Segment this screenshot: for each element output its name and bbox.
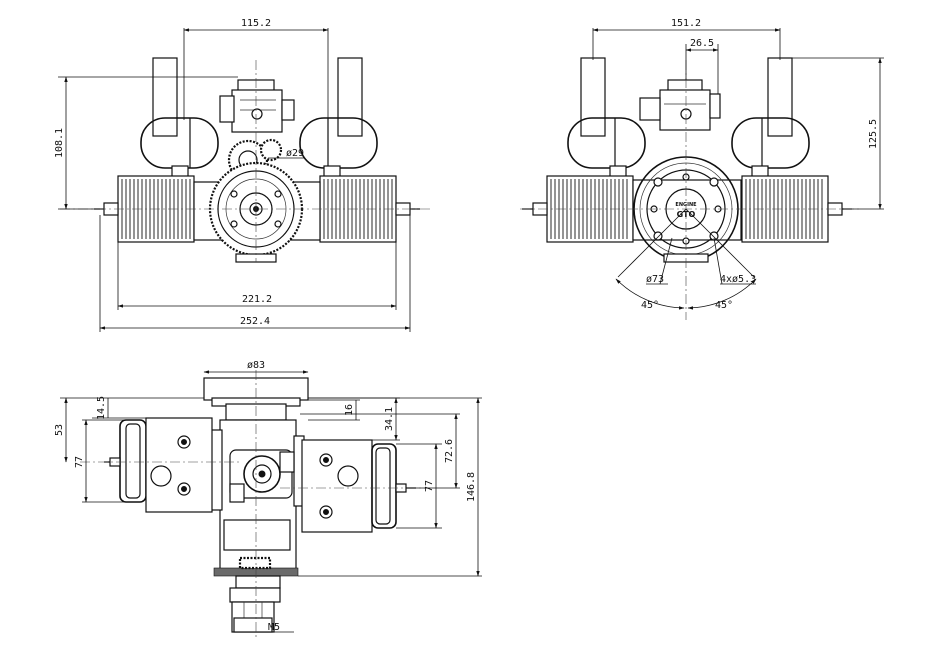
side-cylinder-right: [301, 439, 416, 533]
rear-exhaust-left: [580, 57, 606, 137]
rear-hub-logo: GTO: [677, 210, 696, 219]
rear-exhaust-right: [767, 57, 793, 137]
rear-dim-angle-right: 45°: [715, 300, 733, 311]
side-dim-72-6: 72.6: [444, 439, 455, 463]
side-dim-53: 53: [54, 424, 65, 436]
side-dim-77-right: 77: [424, 480, 435, 492]
front-gear-small: [259, 138, 283, 162]
side-dim-77-left: 77: [74, 456, 85, 468]
side-carburetor: [229, 449, 295, 503]
rear-dim-26-5: 26.5: [690, 38, 714, 49]
side-dim-16: 16: [344, 404, 355, 416]
rear-carburetor: [639, 79, 721, 131]
rear-dim-bolt-circle: ø73: [646, 274, 664, 285]
front-dim-115-2: 115.2: [241, 18, 271, 29]
rear-dim-151-2: 151.2: [671, 18, 701, 29]
side-cylinder-left: [104, 417, 213, 513]
side-dim-34-1: 34.1: [384, 407, 395, 431]
front-exhaust-right: [337, 57, 363, 137]
front-dim-108-1: 108.1: [54, 128, 65, 158]
front-carburetor: [219, 79, 295, 133]
side-view: ø83 14.5 53 77 16 34.1 72.6 77: [54, 360, 482, 640]
side-dim-mount-dia: ø83: [247, 360, 265, 371]
rear-dim-mount-holes: 4xø5.3: [720, 274, 756, 285]
front-view: 115.2 108.1 ø29 221.2 252.4: [54, 18, 430, 332]
side-dim-146-8: 146.8: [466, 472, 477, 502]
rear-dim-125-5: 125.5: [868, 119, 879, 149]
front-dim-carb-dia: ø29: [286, 148, 304, 159]
front-dim-252-4: 252.4: [240, 316, 270, 327]
front-dim-221-2: 221.2: [242, 294, 272, 305]
side-dim-thread: M5: [268, 622, 280, 633]
rear-view: ENGINE GTO 151.2 26.5 125.5 ø73 4xø5.3: [520, 18, 884, 320]
side-dim-14-5: 14.5: [96, 396, 107, 420]
front-exhaust-left: [152, 57, 178, 137]
rear-dim-angle-left: 45°: [641, 300, 659, 311]
